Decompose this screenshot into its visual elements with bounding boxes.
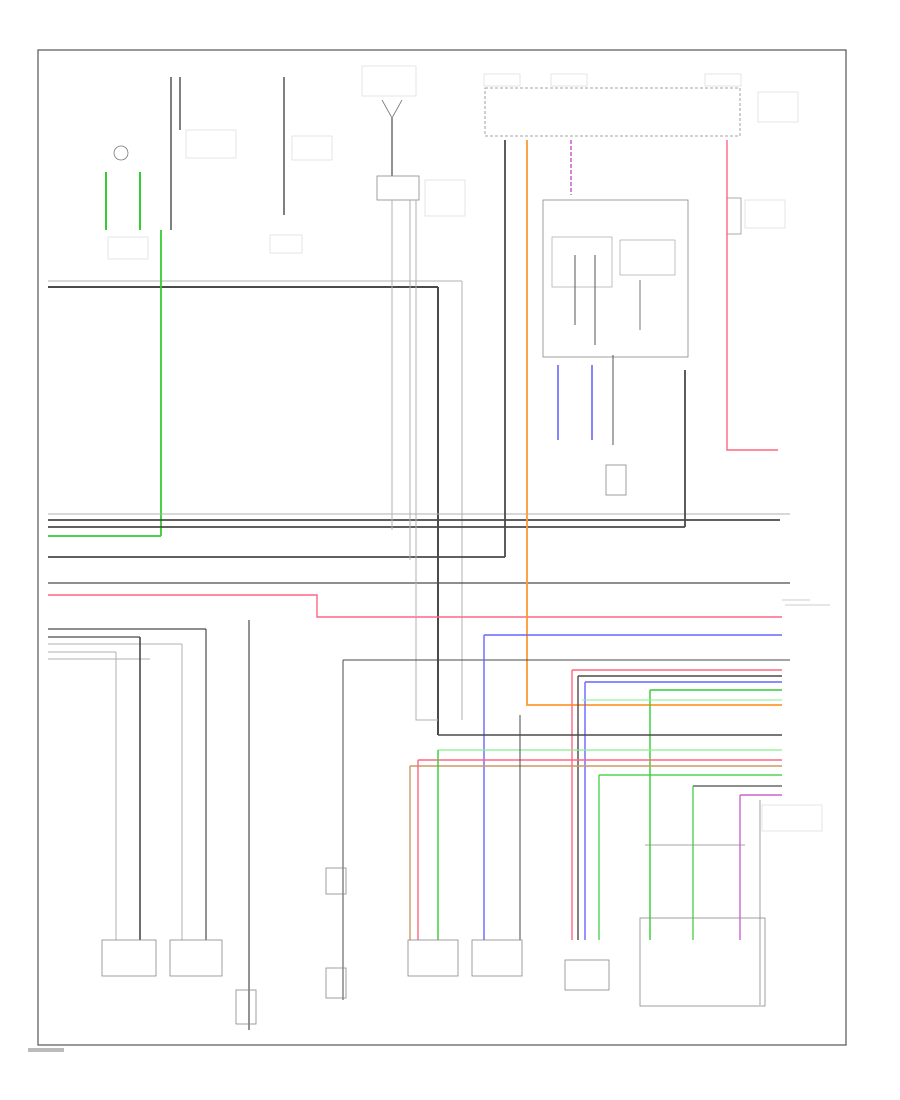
right-connector — [726, 197, 786, 235]
fuse-output-wires — [557, 140, 614, 445]
ecu-module — [542, 199, 689, 358]
footer-mark — [28, 1048, 64, 1052]
right-terminal-ticks — [782, 599, 830, 606]
ground-switch — [269, 77, 333, 254]
horn-component — [105, 145, 149, 260]
fuse-block — [483, 73, 799, 137]
center-sensor — [361, 65, 466, 217]
clutch-switch — [170, 77, 237, 230]
bottom-components — [101, 464, 823, 1025]
bus-wires — [48, 140, 790, 735]
center-vertical-wires — [342, 200, 790, 1000]
diagram-frame — [37, 49, 847, 1046]
right-color-bus — [409, 634, 782, 1005]
left-lower-wires — [48, 620, 250, 1030]
